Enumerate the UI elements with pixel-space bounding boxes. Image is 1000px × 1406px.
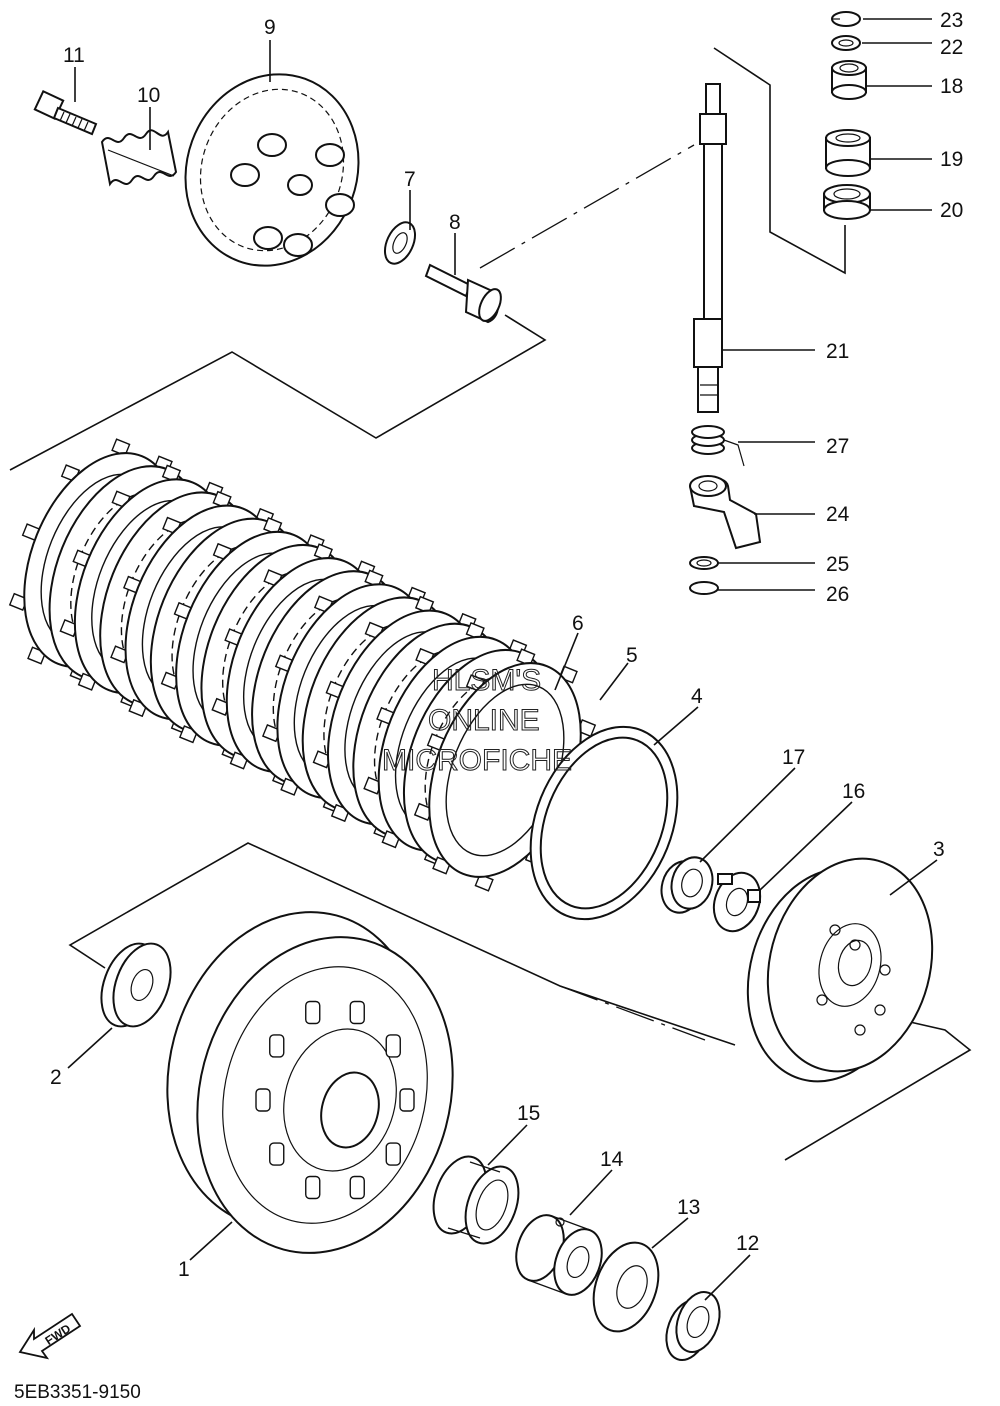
needle-bearing-15: [432, 1155, 520, 1245]
part-code: 5EB3351-9150: [14, 1382, 141, 1403]
circlip-26: [689, 581, 719, 595]
callout-23: 23: [940, 9, 963, 32]
thrust-washer-13: [592, 1241, 660, 1333]
damper-slot: [255, 1088, 271, 1112]
callout-18: 18: [940, 75, 963, 98]
callout-17: 17: [782, 746, 805, 769]
damper-slot: [305, 1000, 321, 1025]
callout-1: 1: [178, 1258, 190, 1281]
callout-8: 8: [449, 211, 461, 234]
callout-27: 27: [826, 435, 849, 458]
bearing-19: [825, 129, 871, 177]
assembly-lines: [9, 47, 972, 1161]
callout-13: 13: [677, 1196, 700, 1219]
callout-numbers: 1 2 3 4 5 6 7 8 9 10 11 12 13 14 15 16 1…: [50, 9, 963, 1281]
callout-14: 14: [600, 1148, 624, 1171]
callout-9: 9: [264, 16, 276, 39]
callout-25: 25: [826, 553, 849, 576]
spacer-14: [515, 1214, 603, 1296]
watermark-line-1: HLSM'S: [432, 664, 541, 697]
circlip-23: [831, 11, 861, 27]
damper-slot: [349, 1175, 365, 1200]
callout-4: 4: [691, 685, 703, 708]
shaft-21: [693, 83, 727, 413]
spring-10: [100, 129, 178, 187]
damper-slot: [385, 1142, 401, 1166]
damper-slot: [269, 1034, 285, 1058]
cushion-ring-4: [529, 725, 679, 921]
callout-12: 12: [736, 1232, 759, 1255]
callout-7: 7: [404, 168, 416, 191]
callout-16: 16: [842, 780, 865, 803]
callout-26: 26: [826, 583, 849, 606]
callout-2: 2: [50, 1066, 62, 1089]
damper-slot: [305, 1175, 321, 1200]
callout-19: 19: [940, 148, 963, 171]
callout-11: 11: [63, 44, 85, 67]
watermark-line-2: ONLINE: [428, 704, 540, 737]
spring-27: [691, 425, 745, 467]
callout-22: 22: [940, 36, 963, 59]
pressure-plate-9: [184, 73, 360, 267]
collar-17: [660, 856, 714, 914]
push-rod-8: [424, 263, 502, 324]
damper-slot: [269, 1142, 285, 1166]
watermark-line-3: MICROFICHE: [382, 744, 572, 777]
lever-24: [688, 475, 762, 550]
callout-24: 24: [826, 503, 850, 526]
oil-seal-20: [823, 184, 871, 220]
washer-25: [689, 556, 719, 570]
lock-washer-16: [712, 871, 762, 933]
callout-3: 3: [933, 838, 945, 861]
callout-6: 6: [572, 612, 584, 635]
callout-5: 5: [626, 644, 638, 667]
damper-slot: [385, 1034, 401, 1058]
watermark: HLSM'S ONLINE MICROFICHE: [382, 664, 573, 778]
fwd-arrow-icon: FWD: [18, 1312, 82, 1360]
callout-21: 21: [826, 340, 849, 363]
clutch-plate-stack-5-6: [8, 438, 597, 892]
damper-slot: [349, 1000, 365, 1025]
bearing-7: [383, 221, 417, 265]
bearing-18: [831, 60, 867, 100]
collar-12: [665, 1291, 721, 1361]
callout-20: 20: [940, 199, 963, 222]
callout-15: 15: [517, 1102, 540, 1125]
bolt-11: [33, 89, 98, 136]
clutch-boss-3: [746, 857, 934, 1083]
washer-22: [831, 35, 861, 51]
callout-10: 10: [137, 84, 160, 107]
leader-lines: [67, 18, 938, 1301]
damper-slot: [399, 1088, 415, 1112]
clutch-housing-1: [166, 911, 454, 1254]
thrust-plate-2: [100, 942, 172, 1028]
